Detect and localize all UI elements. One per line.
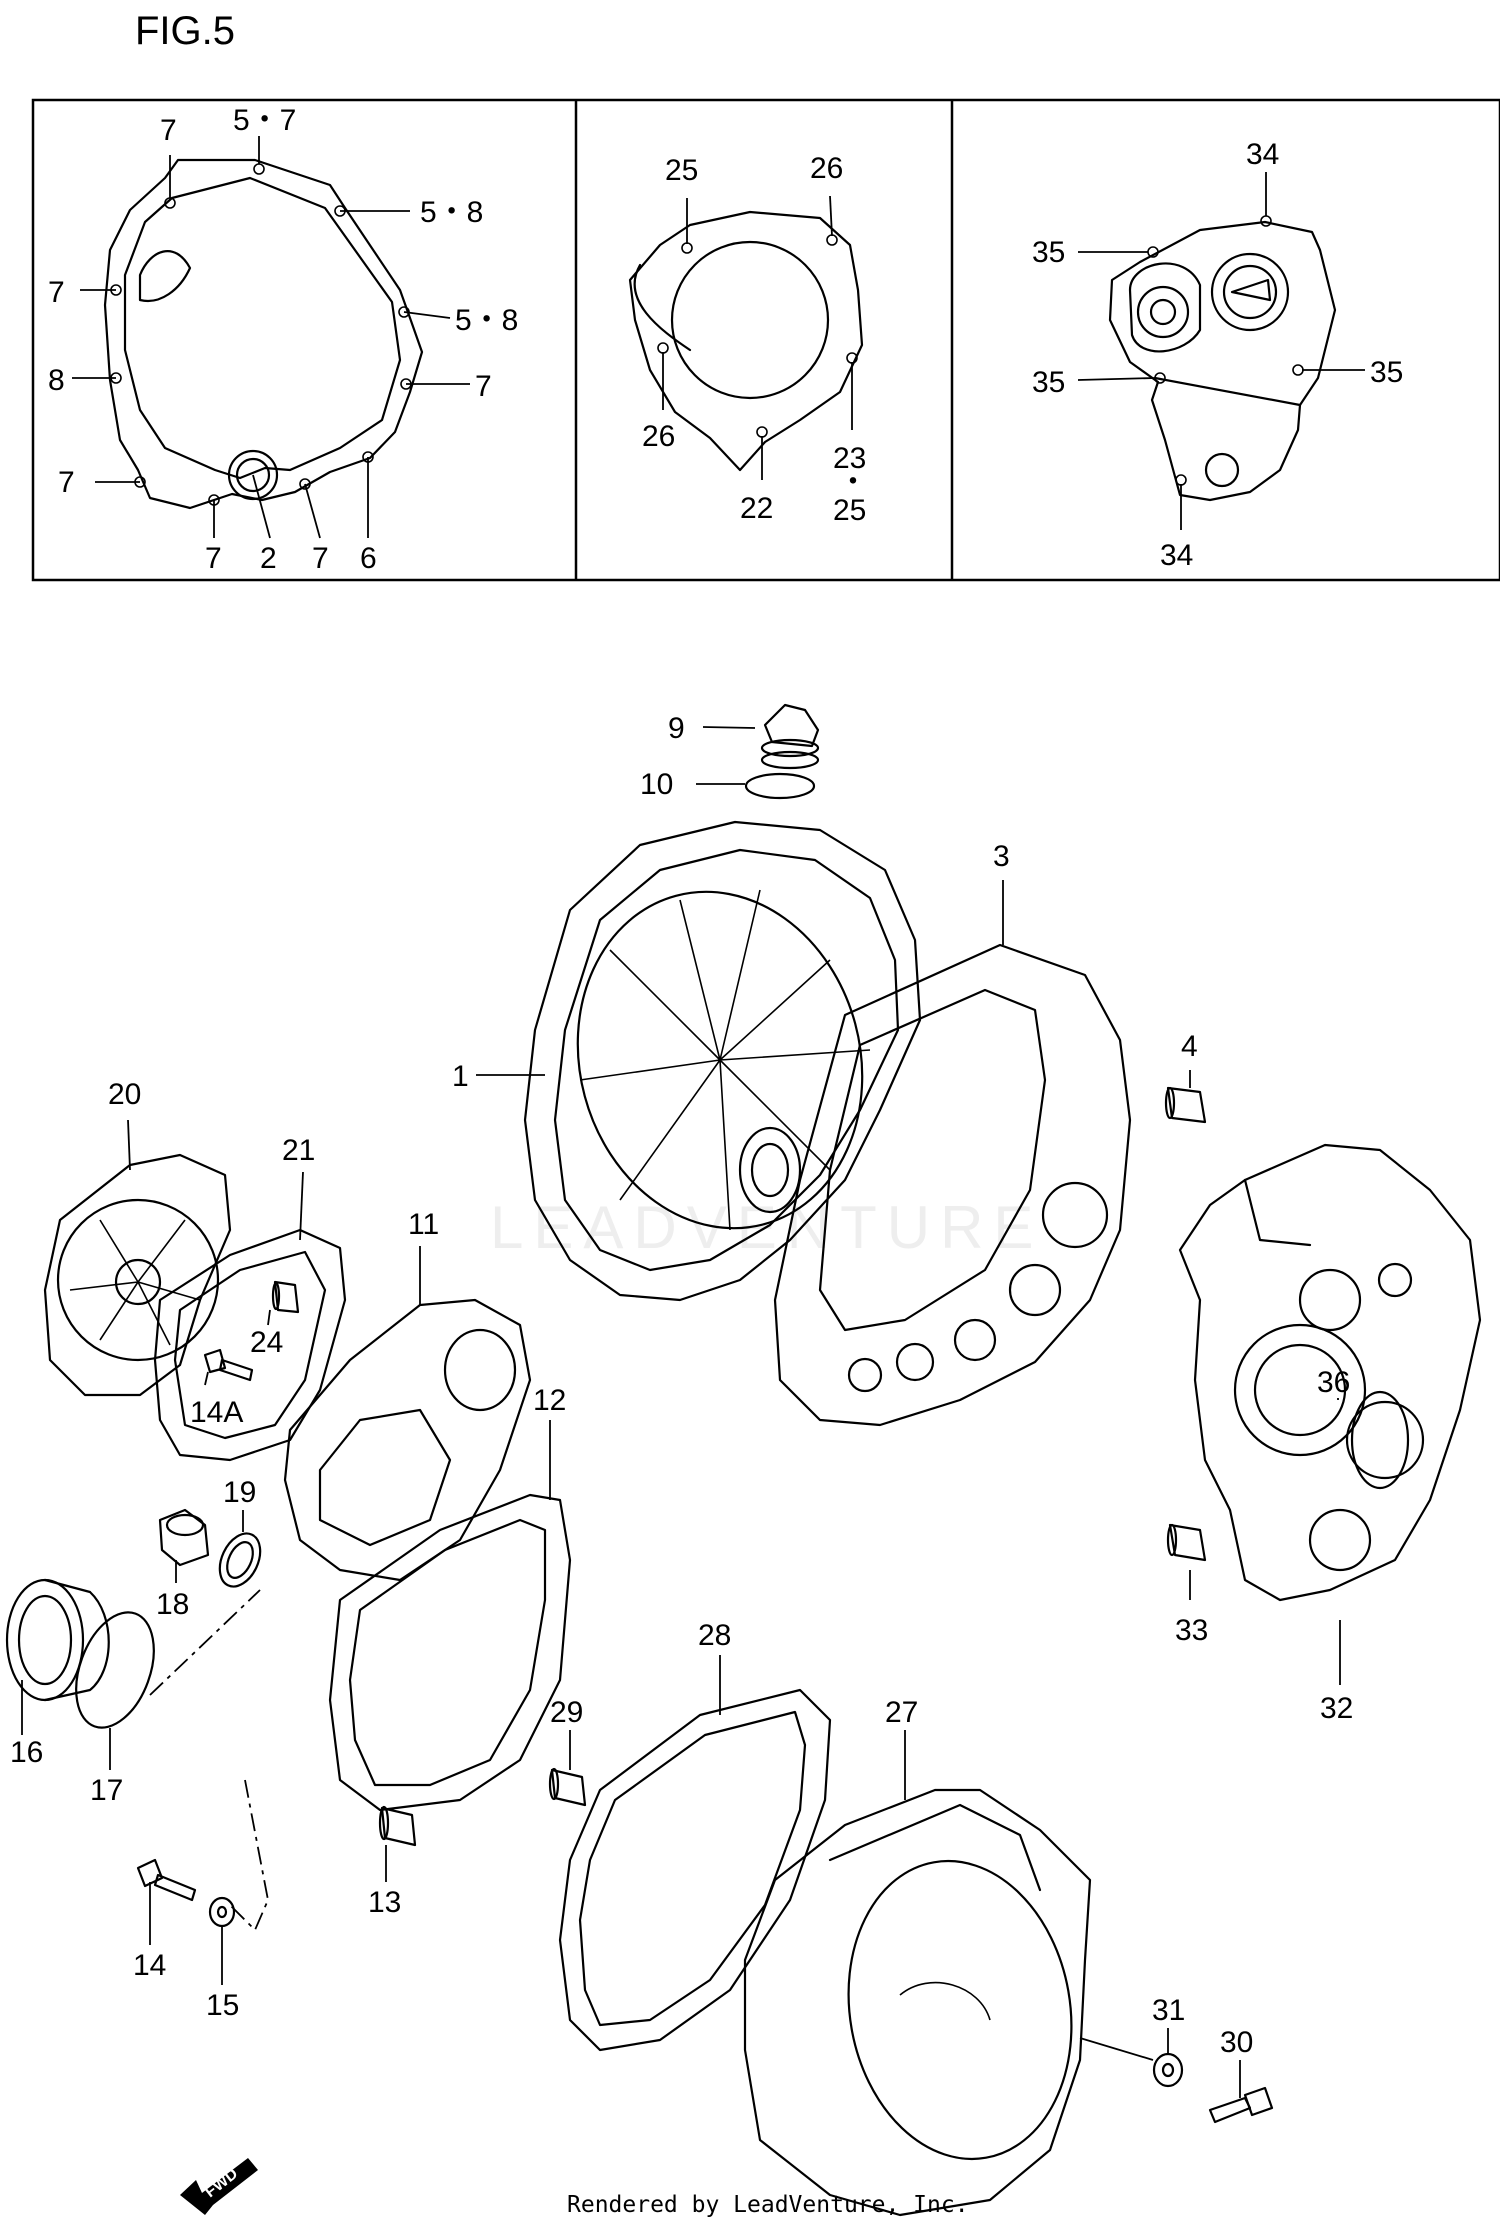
part-24-dowel (271, 1280, 300, 1314)
part-labels: 9 10 1 3 4 20 21 11 12 36 24 14A 19 18 3… (10, 712, 1353, 2059)
callout-label: 30 (1220, 2026, 1253, 2059)
part-9-filler-cap (760, 703, 820, 770)
part-1-clutch-cover (523, 820, 922, 1302)
part-31-washer (1152, 2052, 1184, 2088)
part-36-cap (1350, 1390, 1410, 1490)
callout-label: 15 (206, 1989, 239, 2022)
inset-c-labels: 34 35 35 35 34 (1032, 138, 1403, 572)
callout-label: 9 (668, 712, 685, 745)
callout-label: 7 (58, 466, 75, 499)
inset-c-gasket (1077, 172, 1365, 530)
part-3-gasket (773, 943, 1132, 1427)
part-12-gasket (328, 1493, 572, 1812)
part-28-gasket (558, 1688, 832, 2052)
leader-lines (21, 726, 1341, 2098)
part-17-o-ring (75, 1611, 155, 1729)
part-29-dowel (548, 1767, 587, 1807)
callout-label: 31 (1152, 1994, 1185, 2027)
callout-label: 34 (1246, 138, 1279, 171)
part-13-dowel (378, 1805, 417, 1847)
callout-label: 25 (833, 494, 866, 527)
callout-label: 26 (810, 152, 843, 185)
part-20-pump-cover (43, 1153, 232, 1397)
callout-label: 5・7 (233, 104, 296, 137)
callout-label: 5・8 (420, 196, 483, 229)
figure-title: FIG.5 (135, 9, 235, 53)
part-30-bolt (1208, 2086, 1274, 2124)
footer-credit: Rendered by LeadVenture, Inc. (567, 2192, 969, 2218)
callout-label: 17 (90, 1774, 123, 1807)
callout-label: 11 (408, 1208, 439, 1241)
part-16-housing (5, 1578, 110, 1702)
callout-label: 7 (48, 276, 65, 309)
callout-label: 26 (642, 420, 675, 453)
callout-label: 18 (156, 1588, 189, 1621)
callout-label: 23 (833, 442, 866, 475)
callout-label: 22 (740, 492, 773, 525)
callout-label: 21 (282, 1134, 315, 1167)
callout-label: 1 (452, 1060, 469, 1093)
inset-b-labels: 25 26 26 22 23 ・ 25 (642, 152, 868, 527)
callout-label: 16 (10, 1736, 43, 1769)
callout-label: 33 (1175, 1614, 1208, 1647)
callout-label: 27 (885, 1696, 918, 1729)
callout-label: 8 (48, 364, 65, 397)
callout-label: 7 (205, 542, 222, 575)
callout-label: 35 (1032, 236, 1065, 269)
callout-label: 35 (1370, 356, 1403, 389)
callout-label: 6 (360, 542, 377, 575)
watermark: LEADVENTURE (490, 1194, 1043, 1261)
callout-label: 20 (108, 1078, 141, 1111)
callout-label: 7 (475, 370, 492, 403)
part-32-side-cover (1178, 1143, 1482, 1602)
callout-label: 2 (260, 542, 277, 575)
callout-label: 12 (533, 1384, 566, 1417)
part-4-dowel (1164, 1086, 1207, 1124)
inset-a-labels: 7 5・7 5・8 5・8 7 8 7 7 7 2 7 6 (48, 104, 518, 575)
callout-label: 13 (368, 1886, 401, 1919)
callout-label: 7 (312, 542, 329, 575)
callout-label: 14 (133, 1949, 166, 1982)
part-14-bolt (136, 1858, 197, 1902)
callout-label: 35 (1032, 366, 1065, 399)
callout-label: 29 (550, 1696, 583, 1729)
callout-label: 24 (250, 1326, 283, 1359)
assembly-lines (149, 1589, 269, 1932)
part-18-plug (158, 1508, 210, 1567)
fwd-arrow: FWD (180, 2158, 258, 2215)
part-10-o-ring (744, 772, 816, 800)
callout-label: 28 (698, 1619, 731, 1652)
callout-label: 19 (223, 1476, 256, 1509)
part-15-washer (208, 1896, 236, 1928)
callout-label: 3 (993, 840, 1010, 873)
part-14a-bolt (203, 1348, 254, 1382)
callout-label: 5・8 (455, 304, 518, 337)
callout-label: 4 (1181, 1030, 1198, 1063)
inset-b-gasket (628, 195, 864, 480)
part-11-pump-body (283, 1298, 532, 1582)
part-27-generator-cover (743, 1788, 1092, 2217)
callout-label: 7 (160, 114, 177, 147)
callout-label: 10 (640, 768, 673, 801)
part-33-dowel (1166, 1523, 1207, 1562)
inset-panel-frame (31, 98, 1500, 582)
callout-label: ・ (838, 466, 868, 499)
part-19-washer (218, 1532, 262, 1588)
callout-label: 34 (1160, 539, 1193, 572)
inset-a-gasket (72, 136, 470, 539)
callout-label: 14A (190, 1396, 243, 1429)
callout-label: 36 (1317, 1366, 1350, 1399)
part-21-gasket (153, 1228, 347, 1462)
callout-label: 32 (1320, 1692, 1353, 1725)
callout-label: 25 (665, 154, 698, 187)
